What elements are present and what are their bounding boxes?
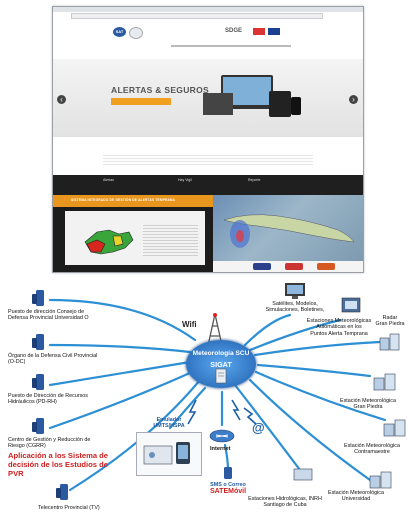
browser-tab-bar xyxy=(53,7,363,12)
node-cgrr: Centro de Gestión y Reducción de Riesgo … xyxy=(8,437,91,450)
link-left-3 xyxy=(48,360,192,387)
hydro-station-icon xyxy=(293,468,313,481)
flag-icon xyxy=(253,28,265,35)
feature2-alertas: Alertas xyxy=(103,178,114,182)
weather-station-icon xyxy=(341,297,361,313)
telephone-icon-1 xyxy=(32,290,44,306)
province-map xyxy=(84,229,134,255)
map-region-red xyxy=(86,239,106,253)
cuba-map xyxy=(223,214,355,248)
telephone-icon-3 xyxy=(32,374,44,390)
sms-phone-icon xyxy=(224,467,232,479)
slider-prev-button[interactable]: ‹ xyxy=(57,95,66,104)
browser-address-bar[interactable] xyxy=(71,13,323,19)
partner-logo-2 xyxy=(285,263,303,270)
link-station-cm xyxy=(254,370,387,422)
node-radar-gran-piedra: Radar Gran Piedra xyxy=(375,315,405,328)
link-emulator xyxy=(168,386,207,430)
banner-text-lines xyxy=(143,223,198,257)
laptop-icon xyxy=(203,93,233,115)
satellite-monitor-icon xyxy=(285,283,305,299)
link-stations xyxy=(248,318,342,352)
link-left-1 xyxy=(48,298,197,342)
feature2-hay-vigil: Hay Vigil xyxy=(178,178,192,182)
station-gran-piedra-icon xyxy=(373,373,396,391)
sat-logo: SAT xyxy=(113,27,126,37)
tablet-icon xyxy=(269,91,291,117)
email-at-icon: @ xyxy=(252,420,265,435)
lightning-icon-2 xyxy=(187,399,197,425)
feature2-reporte: Reporte xyxy=(248,178,261,182)
node-estaciones-hidrologicas: Estaciones Hidrológicas, INRH Santiago d… xyxy=(248,496,322,509)
island-shape xyxy=(223,214,355,243)
antenna-tower-icon xyxy=(206,313,224,351)
station-contramaestre-icon xyxy=(383,419,406,437)
node-organo-defensa-civil: Órgano de la Defensa Civil Provincial (O… xyxy=(8,353,98,366)
lightning-icon-1 xyxy=(231,399,241,421)
emulator-label: Emulador UMTS/HSPA xyxy=(153,417,185,430)
server-icon xyxy=(215,368,227,384)
hub-line1: Meteorología SCU xyxy=(192,350,250,357)
node-recursos-hidraulicos: Puesto de Dirección de Recursos Hidráuli… xyxy=(8,393,89,406)
link-station-gp xyxy=(256,363,372,378)
dark-band xyxy=(53,175,363,195)
link-left-2 xyxy=(48,343,192,354)
node-estacion-universidad: Estación Meteorológica Universidad xyxy=(327,490,385,503)
nav-menu[interactable] xyxy=(171,45,291,47)
slider-next-button[interactable]: › xyxy=(349,95,358,104)
node-estaciones-automaticas: Estaciones Meteorológicas Automáticas en… xyxy=(306,318,372,337)
node-puesto-direccion: Puesto de dirección Consejo de Defensa P… xyxy=(8,309,89,322)
hero-button[interactable] xyxy=(111,98,171,105)
wifi-label: Wifi xyxy=(182,320,197,329)
radar-icon xyxy=(379,333,400,351)
partner-logo-3 xyxy=(317,263,335,270)
rain-core xyxy=(236,230,244,242)
hub-line2: SIGAT xyxy=(210,360,232,369)
feature-text-lines xyxy=(103,153,313,167)
node-telecentro: Telecentro Provincial (TV) xyxy=(38,505,100,511)
hero-devices xyxy=(203,75,303,125)
telephone-icon-2 xyxy=(32,334,44,350)
banner-title: SISTEMA INTEGRADO DE GESTIÓN DE ALERTAS … xyxy=(71,198,176,202)
phone-icon xyxy=(291,97,301,115)
link-station-u xyxy=(248,378,372,482)
internet-label: Internet xyxy=(210,446,231,452)
hero-title: ALERTAS & SEGUROS xyxy=(111,85,209,95)
lightning-icon-3 xyxy=(243,407,257,425)
partner-logo-1 xyxy=(253,263,271,270)
emulator-device-icon xyxy=(143,442,190,465)
internet-router-icon xyxy=(209,429,235,443)
eu-flag-icon xyxy=(268,28,280,35)
website-screenshot: SAT SDGE ALERTAS & SEGUROS ‹ › ◯ Orienta… xyxy=(52,6,364,273)
site-header xyxy=(53,19,363,59)
node-estacion-contramaestre: Estación Meteorológica Contramaestre xyxy=(343,443,401,456)
node-estacion-gran-piedra: Estación Meteorológica Gran Piedra xyxy=(339,398,397,411)
sdge-logo: SDGE xyxy=(225,28,243,34)
node-satelites: Satélites, Modelos, Simulaciones, Boleti… xyxy=(265,301,325,314)
partner-logo xyxy=(129,27,143,39)
banner-orange-strip xyxy=(53,195,213,207)
link-hydro xyxy=(233,383,302,472)
app-decision-systems: Aplicación a los Sistema de decisión de … xyxy=(8,451,109,478)
link-satellites xyxy=(243,313,292,347)
telephone-icon-4 xyxy=(32,418,44,434)
station-universidad-icon xyxy=(369,471,392,489)
map-region-yellow xyxy=(112,235,124,247)
telephone-icon-5 xyxy=(56,484,68,500)
link-left-4 xyxy=(48,370,194,430)
link-radar xyxy=(253,340,382,357)
sms-label: SMS o Correo SATEMóvil xyxy=(209,482,247,496)
